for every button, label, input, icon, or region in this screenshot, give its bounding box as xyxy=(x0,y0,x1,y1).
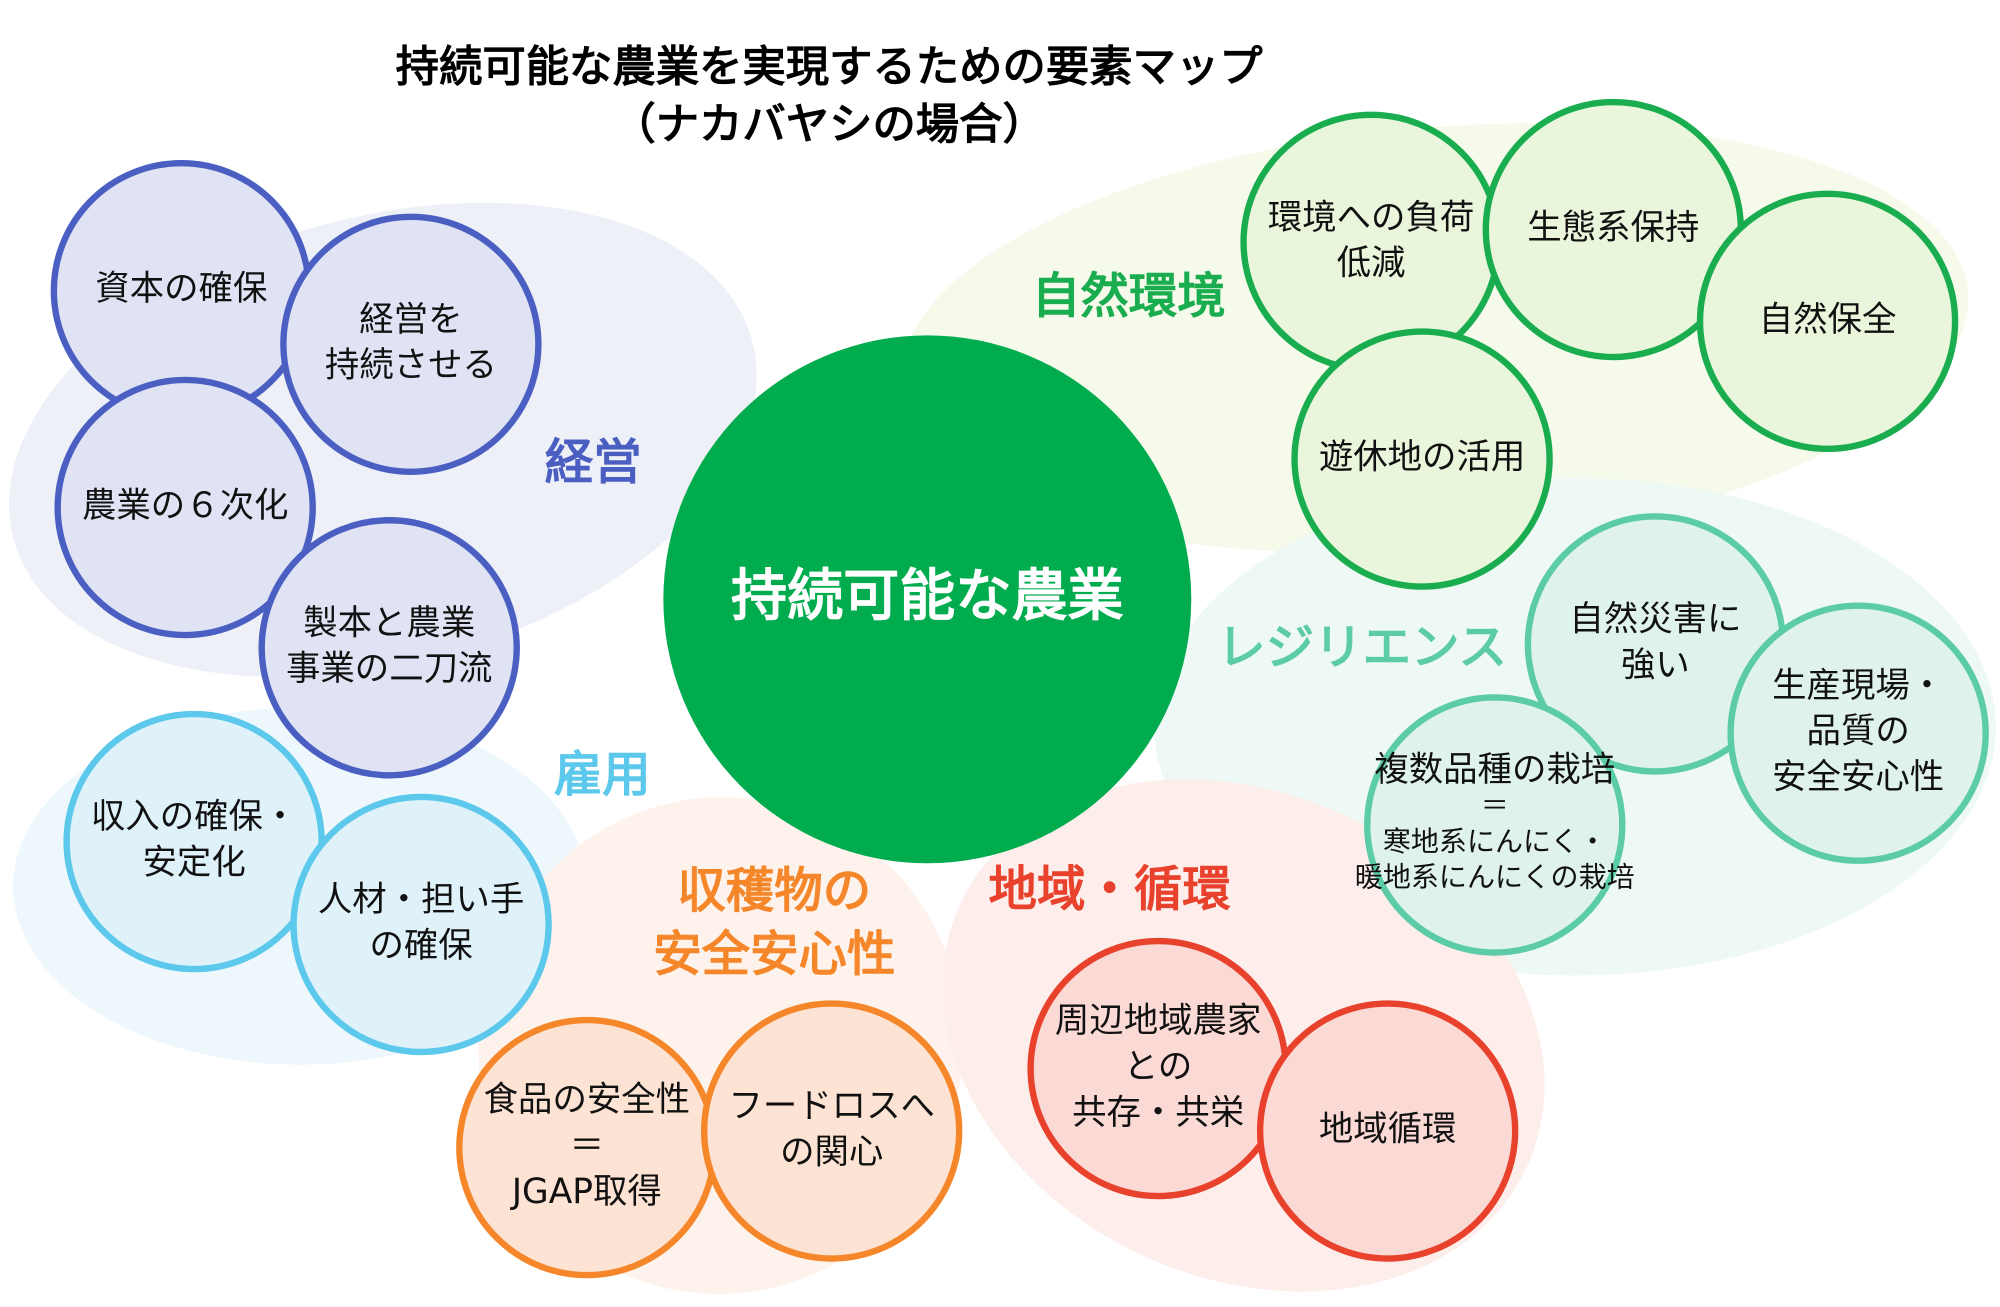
node-text-line: 複数品種の栽培 xyxy=(1374,750,1615,790)
node-circle xyxy=(1727,602,1989,864)
node-text-line: 自然保全 xyxy=(1759,300,1897,340)
node-text-line: 食品の安全性 xyxy=(484,1080,690,1120)
node-management-2: 農業の６次化 xyxy=(54,376,316,639)
group-label-region: 地域・循環 xyxy=(989,862,1232,918)
node-text-line: 持続させる xyxy=(325,346,497,386)
node-circle xyxy=(63,710,325,973)
node-text-line: 資本の確保 xyxy=(95,269,267,309)
title-line-2: （ナカバヤシの場合） xyxy=(612,100,1045,150)
node-text-line: 農業の６次化 xyxy=(82,486,288,526)
node-text-line: 強い xyxy=(1621,645,1690,685)
node-circle xyxy=(1696,190,1959,453)
node-text-line: 自然災害に xyxy=(1569,599,1741,639)
node-circle xyxy=(1291,328,1553,590)
node-text-line: 暖地系にんにくの栽培 xyxy=(1355,861,1635,894)
node-text-line: フードロスへ xyxy=(728,1087,934,1127)
node-text-line: 環境への負荷 xyxy=(1268,198,1474,238)
node-text-line: 寒地系にんにく・ xyxy=(1383,825,1607,858)
node-circle xyxy=(700,1000,963,1262)
node-text-line: 収入の確保・ xyxy=(91,797,297,837)
node-nature-2: 自然保全 xyxy=(1696,190,1959,453)
node-nature-3: 遊休地の活用 xyxy=(1291,328,1553,590)
node-text-line: 周辺地域農家 xyxy=(1055,1001,1261,1041)
node-text-line: 地域循環 xyxy=(1319,1110,1457,1150)
node-text-line: 生態系保持 xyxy=(1527,208,1699,248)
node-text-line: 経営を xyxy=(359,300,462,340)
node-text-line: 事業の二刀流 xyxy=(286,649,492,689)
center-label: 持続可能な農業 xyxy=(731,564,1124,629)
node-circle xyxy=(280,213,542,475)
node-circle xyxy=(1256,1000,1519,1262)
node-text-line: 人材・担い手 xyxy=(318,880,524,920)
node-text-line: 製本と農業 xyxy=(303,603,475,643)
node-text-line: 遊休地の活用 xyxy=(1319,438,1525,478)
node-nature-1: 生態系保持 xyxy=(1482,98,1745,361)
node-text-line: ＝ xyxy=(570,1126,604,1166)
node-text-line: ＝ xyxy=(1481,789,1509,822)
node-resilience-2: 複数品種の栽培＝寒地系にんにく・暖地系にんにくの栽培 xyxy=(1355,694,1635,956)
node-text-line: JGAP取得 xyxy=(510,1172,662,1212)
title-line-1: 持続可能な農業を実現するための要素マップ xyxy=(396,43,1264,93)
node-text-line: 品質の xyxy=(1807,712,1910,752)
group-label-employment: 雇用 xyxy=(554,747,651,803)
group-label-resilience: レジリエンス xyxy=(1217,619,1507,675)
node-circle xyxy=(1364,694,1626,956)
node-circle xyxy=(1240,111,1502,373)
node-text-line: 低減 xyxy=(1337,244,1406,284)
node-circle xyxy=(258,517,520,779)
node-text-line: の関心 xyxy=(780,1132,883,1172)
node-employment-0: 収入の確保・安定化 xyxy=(63,710,325,973)
node-text-line: 安全安心性 xyxy=(1772,758,1944,798)
node-text-line: 安定化 xyxy=(143,843,246,883)
group-label-harvest-safety: 収穫物の xyxy=(677,863,871,919)
group-label-management: 経営 xyxy=(545,434,642,490)
node-circle xyxy=(290,793,552,1056)
node-text-line: 生産現場・ xyxy=(1772,666,1944,706)
node-text-line: との xyxy=(1124,1047,1192,1087)
group-label-harvest-safety: 安全安心性 xyxy=(653,927,895,983)
group-label-nature: 自然環境 xyxy=(1032,269,1226,325)
node-text-line: 共存・共栄 xyxy=(1072,1093,1244,1133)
node-harvest-safety-0: 食品の安全性 ＝ JGAP取得 xyxy=(456,1016,718,1279)
center-circle xyxy=(663,335,1192,864)
node-region-1: 地域循環 xyxy=(1256,1000,1519,1262)
node-text-line: の確保 xyxy=(369,926,472,966)
node-circle xyxy=(54,376,316,639)
